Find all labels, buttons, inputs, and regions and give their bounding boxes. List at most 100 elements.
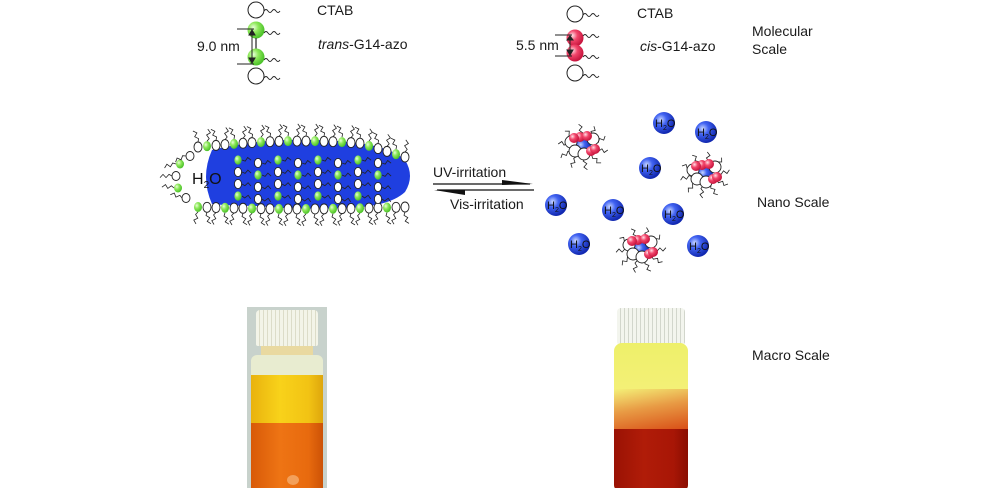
lower-phase [614,429,688,488]
interface-layer [614,389,688,431]
micelle-headgroups [171,135,410,215]
azo-headgroup [354,191,362,201]
alkyl-tail [341,185,352,190]
ctab-headgroup [273,178,283,190]
azo-headgroup [648,247,658,257]
ctab-headgroup [247,137,257,149]
ctab-headgroup [238,137,248,149]
alkyl-tail [349,213,356,226]
alkyl-tail [319,213,325,227]
alkyl-tail [699,185,705,199]
alkyl-tail [354,126,362,139]
water-label: H2O [547,200,568,214]
alkyl-tail [381,185,392,190]
azo-headgroup [221,202,229,213]
alkyl-tail [313,213,320,226]
alkyl-tail [361,169,372,174]
macro-scale-label: Macro Scale [752,347,830,363]
ctab-headgroup [202,201,212,213]
alkyl-tail [651,256,663,264]
azo-headgroup [275,203,283,214]
azo-headgroup [248,203,256,214]
ctab-headgroup [256,203,266,215]
ctab-headgroup [233,166,243,178]
azo-headgroup [334,170,342,180]
ctab-headgroup [253,181,263,193]
cis-azo-prefix: cis [640,38,658,54]
alkyl-tail [246,126,254,138]
alkyl-tail [710,184,718,196]
alkyl-tail [260,124,265,138]
upper-phase [251,375,323,425]
ctab-headgroup [373,181,383,193]
ctab-headgroup [364,202,374,214]
azo-headgroup [582,131,592,141]
cis-azo-suffix: -G14-azo [657,38,716,54]
ctab-headgroup [373,202,383,214]
ctab-headgroup [292,135,302,147]
ctab-headgroup [391,201,401,213]
alkyl-tail [278,124,283,137]
alkyl-tail [164,162,177,169]
ctab-headgroup [337,203,347,215]
ctab-headgroup [238,202,248,214]
alkyl-tail [403,211,410,224]
azo-headgroup [329,203,337,214]
water-molecule: H2O [653,112,676,134]
vis-irritation-label: Vis-irritation [450,196,524,212]
alkyl-tail [241,169,252,174]
alkyl-tail [295,213,302,226]
alkyl-tail [331,213,338,226]
alkyl-tail [241,213,248,226]
water-molecule: H2O [568,233,591,255]
ctab-headgroup [333,193,343,205]
ctab-headgroup [328,136,338,148]
azo-headgroup [383,202,391,213]
ctab-headgroup [293,193,303,205]
alkyl-tail [261,197,272,203]
ctab-headgroup [353,166,363,178]
azo-headgroup [392,149,400,160]
alkyl-tail [350,125,355,138]
alkyl-tail [301,213,307,227]
azo-headgroup [356,203,364,214]
azo-headgroup [590,144,600,154]
azo-headgroup [311,136,319,147]
ctab-headgroup [293,157,303,169]
azo-headgroup [302,203,310,214]
ctab-headgroup [229,202,239,214]
alkyl-tail [211,212,217,225]
ctab-headgroup [400,151,410,163]
ctab-headgroup [355,137,365,149]
alkyl-tails [582,13,600,78]
molecular-scale-line1: Molecular [752,23,813,39]
alkyl-tail [175,155,187,163]
alkyl-tail [161,184,175,189]
azo-headgroup [274,155,282,165]
water-molecule: H2O [545,194,568,216]
water-label: H2O [697,127,718,141]
azo-headgroup [640,234,650,244]
alkyl-tail [336,125,344,138]
alkyl-tail [367,212,374,225]
alkyl-tail [321,169,332,174]
ctab-headgroup [313,178,323,190]
alkyl-tail [241,182,252,187]
alkyl-tail [223,212,230,225]
molecular-scale-line2: Scale [752,41,788,57]
headgroup [181,193,191,203]
alkyl-tail [301,159,312,165]
ctab-head-bottom [566,64,584,82]
azo-headgroup [365,140,373,151]
alkyl-tail [301,172,312,177]
alkyl-tail [205,212,212,225]
spherical-aggregate [680,151,730,199]
alkyl-tail [283,213,289,227]
alkyl-tail [337,213,343,226]
cis-ctab-label: CTAB [637,5,674,21]
alkyl-tail [159,173,173,179]
azo-headgroup [374,170,382,180]
ctab-headgroup [273,166,283,178]
alkyl-tail [373,212,379,225]
alkyl-tail [591,155,602,164]
